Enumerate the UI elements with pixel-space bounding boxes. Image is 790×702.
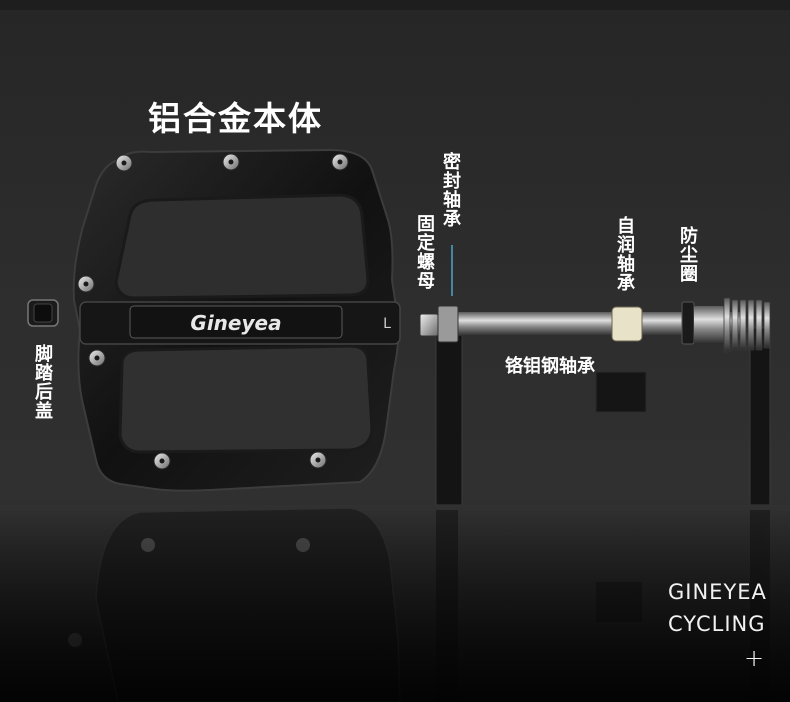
top-band [0, 0, 790, 10]
fixing-nut [419, 313, 439, 337]
axle-thread [723, 297, 771, 353]
brand-plus: + [744, 644, 766, 672]
axle-shaft [442, 312, 742, 336]
dust-ring [681, 301, 695, 345]
brand-block: GINEYEA CYCLING + [668, 576, 767, 672]
self-lube-bearing [611, 306, 643, 342]
label-self-lube-bearing: 自润轴承 [614, 216, 635, 292]
rear-cap [27, 299, 59, 327]
label-rear-cap: 脚踏后盖 [32, 344, 53, 420]
stand-left [435, 319, 463, 506]
pedal-window-top [114, 193, 370, 300]
label-dust-ring: 防尘圈 [677, 226, 698, 283]
label-fixing-nut: 固定螺母 [414, 214, 435, 290]
sealed-bearing [437, 305, 459, 343]
brand-line-1: GINEYEA [668, 580, 767, 604]
axle-assembly [419, 245, 771, 506]
label-steel-bearing: 铬钼钢轴承 [505, 356, 595, 377]
stand-right [749, 327, 771, 506]
title: 铝合金本体 [148, 99, 323, 138]
pedal-side-mark: L [383, 316, 391, 332]
cube-prop [595, 371, 647, 413]
thread-base [694, 306, 724, 344]
pedal: Gineyea L [72, 148, 401, 492]
brand-line-2: CYCLING [668, 612, 766, 636]
pedal-window-bottom [118, 344, 374, 454]
label-sealed-bearing: 密封轴承 [440, 152, 461, 228]
pedal-logo: Gineyea [190, 311, 281, 335]
